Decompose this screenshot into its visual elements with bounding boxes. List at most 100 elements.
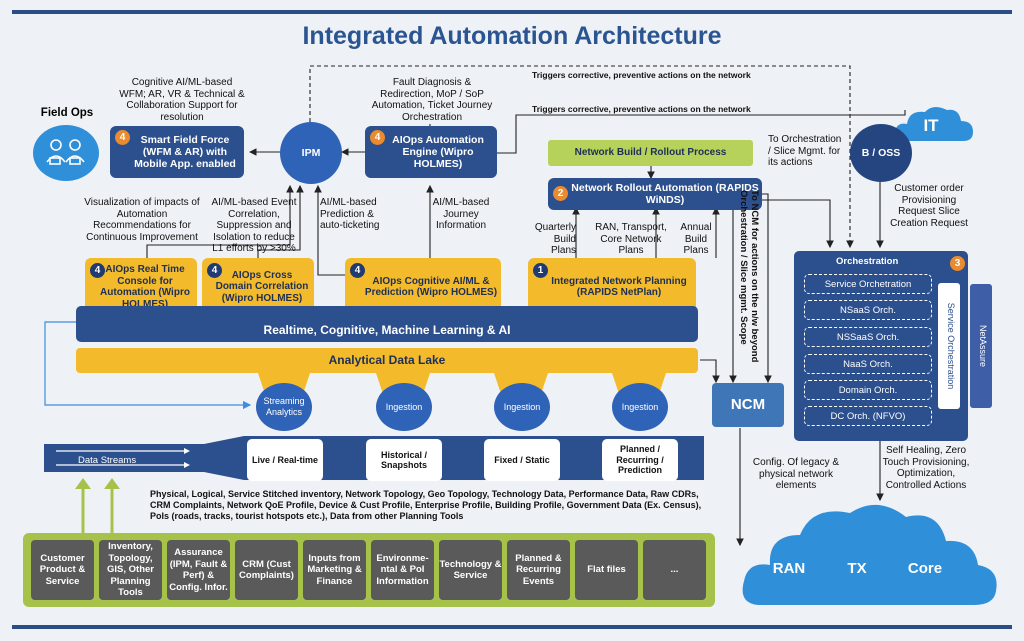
triggers-top-label: Triggers corrective, preventive actions …	[532, 70, 751, 80]
funnel-ingestion-3: Ingestion	[612, 383, 668, 431]
orch-item-domain[interactable]: Domain Orch.	[804, 380, 932, 400]
funnel-ingestion-1: Ingestion	[376, 383, 432, 431]
service-orchestration-label: Service Orchestration	[946, 302, 956, 390]
aiops-console-label: AIOps Real Time Console for Automation (…	[100, 264, 190, 310]
orchestration-badge: 3	[950, 256, 965, 271]
self-healing-note: Self Healing, Zero Touch Provisioning, O…	[882, 445, 970, 491]
realtime-ml-label: Realtime, Cognitive, Machine Learning & …	[263, 323, 511, 337]
visualization-note: Visualization of impacts of Automation R…	[84, 197, 200, 243]
smart-field-force-badge: 4	[115, 130, 130, 145]
orchestration-title: Orchestration	[836, 256, 899, 267]
source-flat-files-label: Flat files	[587, 564, 626, 576]
source-customer-product-label: Customer Product & Service	[39, 552, 86, 587]
funnel-ingestion-3-label: Ingestion	[621, 402, 659, 412]
rollout-automation-badge: 2	[553, 186, 568, 201]
people-laptop-icon	[46, 139, 85, 165]
integrated-planning-badge: 1	[533, 263, 548, 278]
source-more[interactable]: ...	[643, 540, 706, 600]
aiops-engine-badge: 4	[370, 130, 385, 145]
prediction-note: AI/ML-based Prediction & auto-ticketing	[320, 197, 380, 231]
source-technology-label: Technology & Service	[439, 558, 502, 582]
orch-item-nsaas[interactable]: NSaaS Orch.	[804, 300, 932, 320]
field-ops-label: Field Ops	[40, 107, 94, 119]
funnel-shapes	[258, 373, 666, 409]
aiops-engine-box[interactable]: AIOps Automation Engine (Wipro HOLMES)	[365, 126, 497, 178]
smart-field-force-box[interactable]: Smart Field Force (WFM & AR) with Mobile…	[110, 126, 244, 178]
stream-fixed-label: Fixed / Static	[494, 454, 550, 465]
ran-transport-note: RAN, Transport, Core Network Plans	[595, 222, 667, 256]
funnel-ingestion-2: Ingestion	[494, 383, 550, 431]
it-label: IT	[923, 116, 939, 135]
orch-item-service[interactable]: Service Orchetration	[804, 274, 932, 294]
funnel-ingestion-2-label: Ingestion	[503, 402, 541, 412]
source-planned-events-label: Planned & Recurring Events	[515, 552, 562, 587]
source-environmental-label: Environme-ntal & PoI Information	[376, 552, 429, 587]
stream-historical[interactable]: Historical / Snapshots	[366, 439, 442, 481]
network-build-label: Network Build / Rollout Process	[574, 147, 727, 158]
funnel-ingestion-1-label: Ingestion	[385, 402, 423, 412]
cloud-tx-label: TX	[847, 560, 867, 577]
integrated-planning-label: Integrated Network Planning (RAPIDS NetP…	[551, 275, 687, 299]
source-crm[interactable]: CRM (Cust Complaints)	[235, 540, 298, 600]
network-build-box[interactable]: Network Build / Rollout Process	[548, 140, 753, 166]
netassure-label: NetAssure	[978, 324, 988, 368]
source-crm-label: CRM (Cust Complaints)	[239, 558, 294, 582]
journey-note: AI/ML-based Journey Information	[432, 197, 490, 231]
field-ops-icon	[33, 125, 99, 181]
source-marketing[interactable]: Inputs from Marketing & Finance	[303, 540, 366, 600]
data-description: Physical, Logical, Service Stitched inve…	[150, 489, 702, 522]
source-inventory-label: Inventory, Topology, GIS, Other Planning…	[107, 541, 154, 599]
aiops-console-badge: 4	[90, 263, 105, 278]
ncm-label: NCM	[730, 396, 766, 413]
bottom-rule	[12, 625, 1012, 629]
orch-item-naas[interactable]: NaaS Orch.	[804, 354, 932, 374]
boss-label: B / OSS	[861, 147, 901, 159]
source-customer-product[interactable]: Customer Product & Service	[31, 540, 94, 600]
network-cloud-icon	[742, 504, 997, 605]
to-ncm-note: To NCM for actions on the n/w beyond Orc…	[738, 190, 760, 363]
ncm-box[interactable]: NCM	[712, 383, 784, 427]
top-rule	[12, 10, 1012, 14]
aiops-cross-label: AIOps Cross Domain Correlation (Wipro HO…	[215, 269, 309, 304]
orch-item-nssaas[interactable]: NSSaaS Orch.	[804, 327, 932, 347]
netassure-bar[interactable]	[970, 284, 992, 408]
rollout-automation-box[interactable]: Network Rollout Automation (RAPIDS WiNDS…	[548, 178, 762, 210]
quarterly-note: Quarterly Build Plans	[534, 222, 576, 256]
funnel-streaming-label: Streaming Analytics	[263, 396, 305, 417]
to-orchestration-note: To Orchestration / Slice Mgmt. for its a…	[768, 134, 842, 168]
customer-order-note: Customer order Provisioning Request Slic…	[890, 183, 968, 229]
source-technology[interactable]: Technology & Service	[439, 540, 502, 600]
aiops-cognitive-label: AIOps Cognitive AI/ML & Prediction (Wipr…	[364, 275, 498, 299]
stream-fixed[interactable]: Fixed / Static	[484, 439, 560, 481]
page-title: Integrated Automation Architecture	[302, 22, 722, 50]
triggers-mid-label: Triggers corrective, preventive actions …	[532, 104, 751, 114]
source-environmental[interactable]: Environme-ntal & PoI Information	[371, 540, 434, 600]
source-more-label: ...	[670, 564, 679, 576]
source-flat-files[interactable]: Flat files	[575, 540, 638, 600]
event-correlation-note: AI/ML-based Event Correlation, Suppressi…	[211, 197, 297, 254]
orch-item-dc[interactable]: DC Orch. (NFVO)	[804, 406, 932, 426]
stream-planned-label: Planned / Recurring / Prediction	[616, 444, 664, 476]
aiops-engine-label: AIOps Automation Engine (Wipro HOLMES)	[392, 134, 484, 170]
rollout-automation-label: Network Rollout Automation (RAPIDS WiNDS…	[571, 182, 759, 206]
stream-planned[interactable]: Planned / Recurring / Prediction	[602, 439, 678, 481]
annual-note: Annual Build Plans	[680, 222, 712, 256]
service-orchestration-bar	[938, 283, 960, 409]
stream-live[interactable]: Live / Real-time	[247, 439, 323, 481]
funnel-streaming: Streaming Analytics	[256, 383, 312, 431]
realtime-ml-bar: Realtime, Cognitive, Machine Learning & …	[76, 306, 698, 342]
ipm-node[interactable]: IPM	[280, 122, 342, 184]
source-marketing-label: Inputs from Marketing & Finance	[307, 552, 362, 587]
cloud-core-label: Core	[907, 560, 943, 577]
source-assurance-label: Assurance (IPM, Fault & Perf) & Config. …	[169, 547, 228, 593]
source-planned-events[interactable]: Planned & Recurring Events	[507, 540, 570, 600]
source-assurance[interactable]: Assurance (IPM, Fault & Perf) & Config. …	[167, 540, 230, 600]
aiops-cross-badge: 4	[207, 263, 222, 278]
fault-diagnosis-note: Fault Diagnosis & Redirection, MoP / SoP…	[371, 77, 493, 123]
cognitive-wfm-note: Cognitive AI/ML-based WFM; AR, VR & Tech…	[119, 77, 245, 123]
cloud-ran-label: RAN	[772, 560, 806, 577]
aiops-cognitive-badge: 4	[350, 263, 365, 278]
data-lake-bar: Analytical Data Lake	[76, 348, 698, 373]
source-inventory[interactable]: Inventory, Topology, GIS, Other Planning…	[99, 540, 162, 600]
boss-node[interactable]: B / OSS	[850, 124, 912, 182]
